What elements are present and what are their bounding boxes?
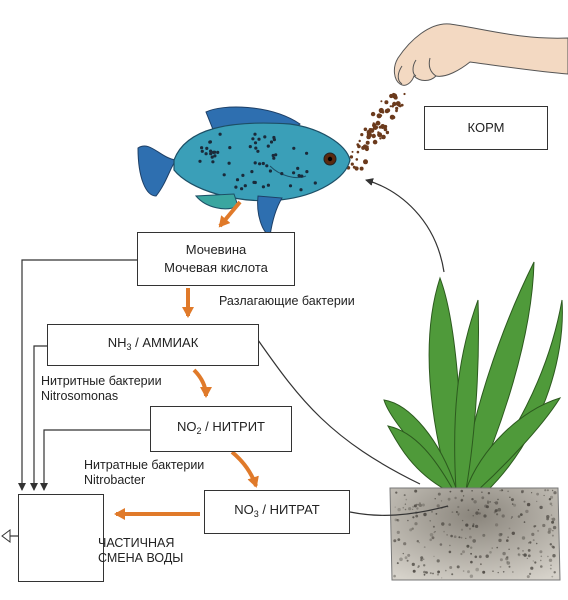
process-arrows [114,200,259,520]
nitrite-label: NO2 / НИТРИТ [177,419,265,436]
hand-illustration [393,23,568,86]
urea-box: Мочевина Мочевая кислота [137,232,295,286]
food-pellets [346,92,406,171]
decomposing-bacteria-label: Разлагающие бактерии [219,294,355,308]
food-box: КОРМ [424,106,548,150]
soil-illustration [389,487,561,581]
nitrite-bacteria-label: Нитритные бактерии Nitrosomonas [41,374,162,403]
nitrate-box: NO3 / НИТРАТ [204,490,350,534]
nitrate-bacteria-label: Нитратные бактерии Nitrobacter [84,458,205,487]
ammonia-label: NH3 / АММИАК [107,335,199,352]
nitrate-label: NO3 / НИТРАТ [234,502,320,519]
ammonia-box: NH3 / АММИАК [47,324,259,366]
plant-illustration [383,261,563,493]
food-label: КОРМ [467,120,505,135]
nitrite-box: NO2 / НИТРИТ [150,406,292,452]
urea-label: Мочевина [185,242,247,257]
water-change-label: ЧАСТИЧНАЯ СМЕНА ВОДЫ [98,536,184,565]
uric-acid-label: Мочевая кислота [164,260,268,275]
outlet-arrow [1,529,11,543]
water-tank-box [18,494,104,582]
fish-illustration [137,106,351,237]
